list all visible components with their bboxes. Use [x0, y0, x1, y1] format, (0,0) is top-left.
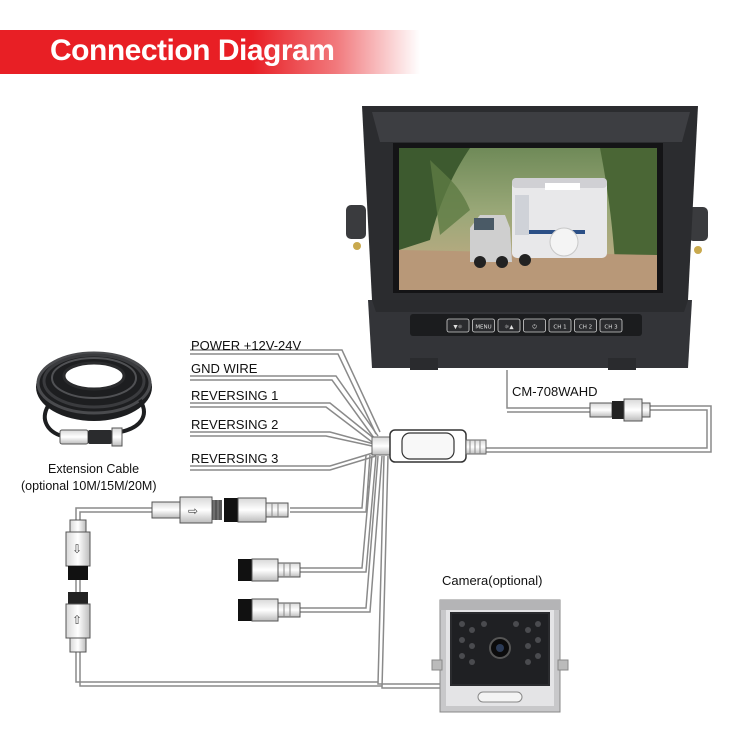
wire-harness — [371, 429, 487, 463]
monitor-cable — [506, 370, 590, 409]
extension-cable-coil — [36, 351, 152, 447]
gnd-label: GND WIRE — [191, 361, 258, 376]
reversing-connector-3 — [238, 598, 301, 622]
title-banner: Connection Diagram — [0, 30, 420, 74]
model-label: CM-708WAHD — [512, 384, 597, 399]
monitor-button-6[interactable] — [574, 318, 597, 333]
reversing-connector-2 — [238, 558, 301, 582]
harness-female-connector — [224, 497, 289, 523]
wires — [75, 349, 712, 689]
monitor-button-label-3: ☼▲ — [504, 324, 514, 331]
gnd-wire — [190, 375, 379, 437]
svg-text:⇧: ⇧ — [72, 613, 82, 627]
monitor-button-7[interactable] — [599, 318, 623, 333]
monitor-right-knob — [688, 207, 708, 241]
extension-cable-options: (optional 10M/15M/20M) — [21, 479, 156, 493]
monitor-button-label-6: CH 2 — [579, 325, 592, 331]
camera — [431, 599, 569, 713]
reversing-1-label: REVERSING 1 — [191, 388, 278, 403]
monitor-button-2[interactable] — [472, 318, 495, 333]
monitor-button-label-7: CH 3 — [604, 325, 618, 331]
monitor-buttons: ▼☼ MENU ☼▲ ⏻ CH 1 CH 2 CH 3 — [446, 318, 623, 333]
reversing-2-label: REVERSING 2 — [191, 417, 278, 432]
reversing-3-label: REVERSING 3 — [191, 451, 278, 466]
power-wire — [190, 349, 381, 433]
monitor-button-label-2: MENU — [475, 325, 491, 331]
svg-text:⇨: ⇨ — [188, 504, 198, 518]
extension-vertical-connector-bottom: ⇧ — [65, 592, 91, 653]
monitor-button-label-4: ⏻ — [532, 324, 537, 331]
camera-label: Camera(optional) — [442, 573, 542, 588]
monitor-button-label-1: ▼☼ — [453, 324, 462, 331]
monitor-button-4[interactable] — [523, 318, 546, 333]
extension-cable-label: Extension Cable — [48, 462, 139, 476]
power-label: POWER +12V-24V — [191, 338, 302, 353]
page-title: Connection Diagram — [50, 34, 335, 67]
svg-text:⇩: ⇩ — [72, 542, 82, 556]
monitor-left-knob — [346, 205, 366, 239]
reversing-2-wire — [190, 431, 375, 445]
monitor-connector — [589, 398, 651, 422]
reversing-3-wire — [190, 451, 377, 467]
extension-vertical-connector-top: ⇩ — [65, 519, 91, 580]
monitor-button-label-5: CH 1 — [553, 325, 566, 331]
extension-male-connector: ⇨ — [151, 496, 222, 524]
monitor-button-5[interactable] — [548, 318, 572, 333]
monitor-screen — [399, 148, 657, 290]
monitor — [346, 106, 708, 370]
monitor-button-3[interactable] — [497, 318, 521, 333]
monitor-button-1[interactable] — [446, 318, 470, 333]
reversing-1-wire — [190, 402, 377, 441]
